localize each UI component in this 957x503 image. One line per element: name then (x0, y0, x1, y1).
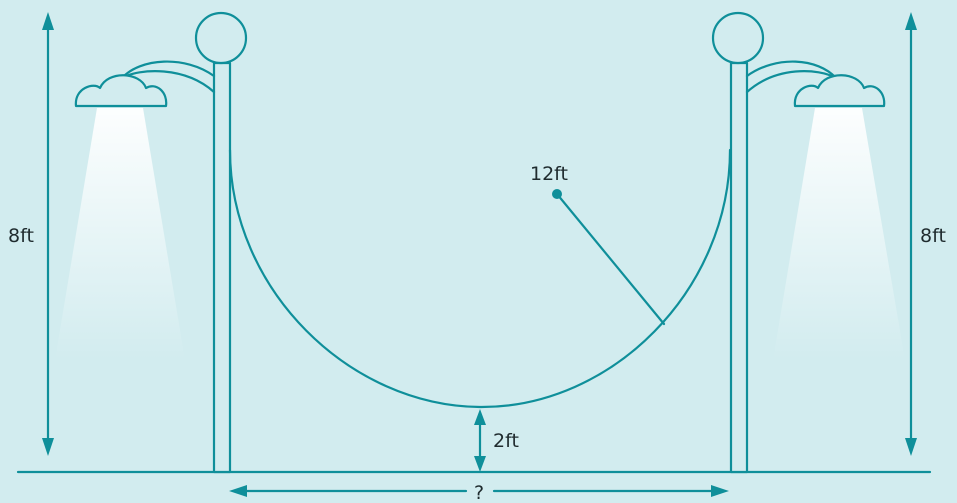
left-height-label: 8ft (8, 225, 34, 247)
right-height-label: 8ft (920, 225, 946, 247)
left-light-beam (55, 108, 185, 360)
arrow-heads (42, 12, 917, 497)
right-light-beam (773, 108, 905, 360)
radius-label: 12ft (530, 163, 568, 185)
hanging-cable (228, 148, 732, 409)
radius-line (555, 192, 666, 326)
distance-label: ? (474, 482, 484, 503)
right-lamp-post (711, 11, 886, 474)
clearance-label: 2ft (493, 430, 519, 452)
radius-center-dot (552, 189, 562, 199)
left-lamp-post (74, 11, 248, 474)
